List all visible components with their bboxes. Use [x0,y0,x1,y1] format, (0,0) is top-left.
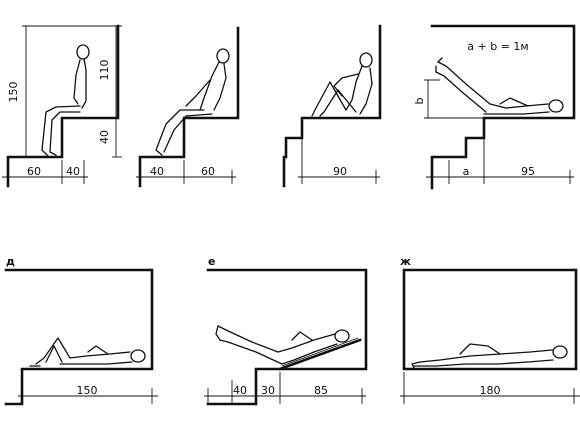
figure-lying-knee-raised [29,337,146,367]
dim-p2-depth-seat: 60 [201,165,215,178]
dim-zh-bench-length: 180 [480,384,501,397]
dim-p1-height-total: 150 [7,82,20,103]
dim-e-board: 85 [314,384,328,397]
dim-p4-seat-depth: 95 [521,165,535,178]
dim-p4-b: b [413,97,426,104]
panel-label-zh: ж [400,255,411,268]
dim-e-floor: 40 [233,384,247,397]
panel-seated-upright: 150 110 40 60 40 [2,24,122,188]
dim-p1-depth-seat: 40 [66,165,80,178]
panel-label-e: е [208,255,215,268]
dim-p1-depth-floor: 60 [27,165,41,178]
dim-p3-seat-depth: 90 [333,165,347,178]
panel-e-inclined-board: е 40 30 85 [204,255,368,406]
dim-p4-a: a [463,165,470,178]
figure-legs-raised [435,57,564,115]
panel-legs-raised: a + b = 1м b a 95 [413,24,576,190]
dim-e-step: 30 [261,384,275,397]
figure-reclined-seated [155,48,230,156]
dim-p1-lower-height: 40 [98,130,111,144]
panel-reclining-knees-up: 90 [282,24,382,188]
panel-label-d: д [6,255,15,268]
dim-d-bench-length: 150 [77,384,98,397]
figure-inclined [215,325,350,365]
panel-zh-lying-flat: ж 180 [400,255,580,404]
formula-a-plus-b: a + b = 1м [467,40,528,53]
figure-seated [41,44,90,157]
figure-lying-flat [411,343,568,369]
figure-reclining-knees-up [311,52,373,117]
dim-p2-depth-floor: 40 [150,165,164,178]
panel-seated-reclined: 40 60 [136,26,240,188]
dim-p1-upper-height: 110 [98,60,111,81]
panel-d-lying-knee-raised: д 150 [4,255,158,406]
